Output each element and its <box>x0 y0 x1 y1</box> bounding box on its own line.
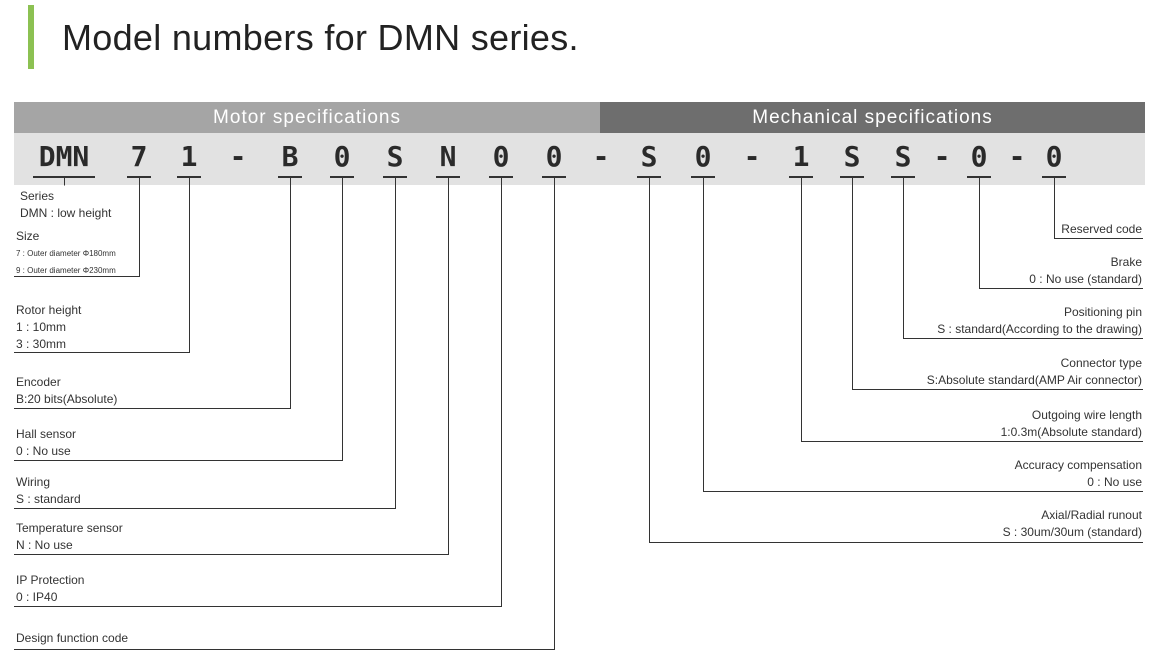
label-wiring: Wiring S : standard <box>16 475 81 506</box>
code-underline <box>637 176 661 178</box>
title-accent-bar <box>28 5 34 69</box>
code-underline <box>33 176 95 178</box>
label-positioning-pin: Positioning pin S : standard(According t… <box>937 305 1142 336</box>
code-underline <box>489 176 513 178</box>
leader-encoder <box>14 178 291 409</box>
code-dash: - <box>743 140 761 173</box>
code-temp: N <box>439 140 457 173</box>
label-brake: Brake 0 : No use (standard) <box>1029 255 1142 286</box>
code-hall: 0 <box>333 140 351 173</box>
leader-brake <box>979 178 1143 289</box>
code-reserved: 0 <box>1045 140 1063 173</box>
code-dash: - <box>933 140 951 173</box>
leader-ip <box>14 178 502 607</box>
leader-size <box>14 178 140 277</box>
label-hall-sensor: Hall sensor 0 : No use <box>16 427 77 458</box>
leader-accuracy <box>703 178 1143 492</box>
code-size: 7 <box>130 140 148 173</box>
leader-wiring <box>14 178 396 509</box>
leader-pin <box>903 178 1143 339</box>
code-underline <box>330 176 354 178</box>
label-ip-protection: IP Protection 0 : IP40 <box>16 573 85 604</box>
code-underline <box>840 176 864 178</box>
code-underline <box>177 176 201 178</box>
code-underline <box>127 176 151 178</box>
code-underline <box>691 176 715 178</box>
leader-runout <box>649 178 1143 543</box>
label-rotor-height: Rotor height 1 : 10mm 3 : 30mm <box>16 303 82 351</box>
code-underline <box>436 176 460 178</box>
code-dash: - <box>1008 140 1026 173</box>
label-connector-type: Connector type S:Absolute standard(AMP A… <box>926 356 1142 387</box>
label-temperature-sensor: Temperature sensor N : No use <box>16 521 123 552</box>
code-brake: 0 <box>970 140 988 173</box>
code-dash: - <box>229 140 247 173</box>
label-size: Size 7 : Outer diameter Φ180mm 9 : Outer… <box>16 229 116 275</box>
page-title: Model numbers for DMN series. <box>62 17 579 58</box>
code-pin: S <box>894 140 912 173</box>
motor-specifications-header: Motor specifications <box>14 102 600 133</box>
code-wire-length: 1 <box>792 140 810 173</box>
leader-wire-length <box>801 178 1143 442</box>
label-encoder: Encoder B:20 bits(Absolute) <box>16 375 118 406</box>
label-series: Series DMN : low height <box>20 189 112 220</box>
code-underline <box>967 176 991 178</box>
label-axial-radial-runout: Axial/Radial runout S : 30um/30um (stand… <box>1002 508 1142 539</box>
mechanical-specifications-header: Mechanical specifications <box>600 102 1145 133</box>
label-outgoing-wire-length: Outgoing wire length 1:0.3m(Absolute sta… <box>1000 408 1142 439</box>
code-design: 0 <box>545 140 563 173</box>
code-underline <box>542 176 566 178</box>
code-underline <box>891 176 915 178</box>
code-wiring: S <box>386 140 404 173</box>
code-underline <box>789 176 813 178</box>
label-reserved-code: Reserved code <box>1061 222 1142 236</box>
code-ip: 0 <box>492 140 510 173</box>
code-runout: S <box>640 140 658 173</box>
leader-temp <box>14 178 449 555</box>
leader-hall <box>14 178 343 461</box>
code-underline <box>278 176 302 178</box>
code-encoder: B <box>281 140 299 173</box>
leader-design <box>14 178 555 650</box>
leader-reserved <box>1054 178 1143 239</box>
code-dash: - <box>592 140 610 173</box>
label-design-function-code: Design function code <box>16 631 129 645</box>
code-connector: S <box>843 140 861 173</box>
leader-connector <box>852 178 1143 390</box>
label-accuracy-compensation: Accuracy compensation 0 : No use <box>1014 458 1142 489</box>
code-rotor: 1 <box>180 140 198 173</box>
model-code-band <box>14 133 1145 185</box>
code-series: DMN <box>38 140 90 173</box>
code-underline <box>1042 176 1066 178</box>
code-underline <box>383 176 407 178</box>
leader-rotor <box>14 178 190 353</box>
code-accuracy: 0 <box>694 140 712 173</box>
